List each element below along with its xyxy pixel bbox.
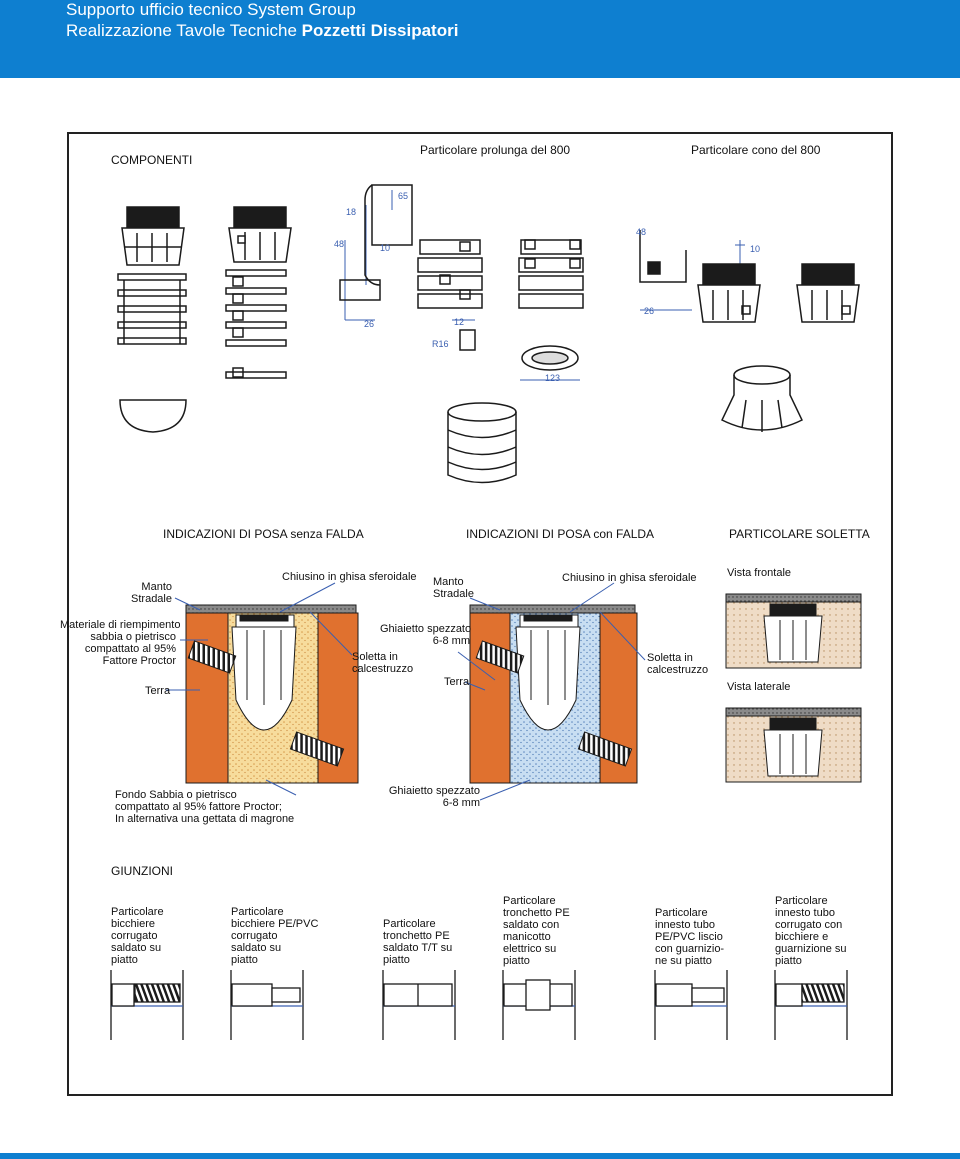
label-terra-1: Terra (145, 685, 171, 697)
giunzione-label-2: Particolare bicchiere PE/PVC corrugato s… (231, 906, 319, 966)
giunzione-label-1: Particolare bicchiere corrugato saldato … (111, 906, 164, 966)
drawing-frame (67, 132, 893, 1096)
component-corrugated-ring (447, 402, 517, 484)
giunzione-2 (230, 970, 304, 1040)
component-cone-2 (228, 206, 292, 263)
label-soletta-2: Soletta in calcestruzzo (647, 652, 709, 676)
posa-senza-falda (185, 604, 359, 784)
dim-26a: 26 (364, 319, 375, 329)
giunzione-label-6: Particolare innesto tubo corrugato con b… (775, 895, 847, 967)
label-chiusino-2: Chiusino in ghisa sferoidale (562, 572, 697, 584)
component-cono-1 (697, 263, 761, 323)
label-manto-stradale-1: Manto Stradale (131, 581, 172, 605)
component-rings-2 (225, 269, 287, 379)
section-prolunga: Particolare prolunga del 800 (420, 143, 571, 157)
profile-detail-2 (459, 329, 476, 351)
dim-123: 123 (545, 373, 561, 383)
label-materiale-riempimento: Materiale di riempimento sabbia o pietri… (60, 619, 181, 667)
giunzioni-details (110, 970, 848, 1040)
giunzione-label-5: Particolare innesto tubo PE/PVC liscio c… (655, 907, 725, 967)
component-base-1 (119, 399, 187, 433)
dim-26b: 26 (644, 306, 655, 316)
label-ghiaietto-2: Ghiaietto spezzato 6-8 mm (388, 785, 480, 809)
giunzione-4 (502, 970, 576, 1040)
component-cono-3d (721, 365, 803, 432)
soletta-vista-laterale (725, 707, 862, 783)
header-line-2-prefix: Realizzazione Tavole Tecniche (66, 21, 297, 40)
label-chiusino-1: Chiusino in ghisa sferoidale (282, 571, 417, 583)
section-particolare-soletta: PARTICOLARE SOLETTA (729, 527, 870, 541)
giunzione-5 (654, 970, 728, 1040)
dim-10b: 10 (750, 244, 761, 254)
label-manto-stradale-2: Manto Stradale (433, 576, 474, 600)
dim-18: 18 (346, 207, 357, 217)
label-fondo: Fondo Sabbia o pietrisco compattato al 9… (115, 789, 295, 825)
section-giunzioni: GIUNZIONI (111, 864, 173, 878)
component-prolunga (417, 239, 483, 309)
label-vista-frontale: Vista frontale (727, 567, 792, 579)
dim-12: 12 (454, 317, 465, 327)
header-line-1: Supporto ufficio tecnico System Group (66, 0, 356, 19)
section-componenti: COMPONENTI (111, 153, 193, 167)
label-vista-laterale: Vista laterale (727, 681, 791, 693)
dim-48b: 48 (636, 227, 647, 237)
leader-lines (166, 582, 646, 801)
header-line-2-bold: Pozzetti Dissipatori (301, 21, 459, 40)
dim-10a: 10 (380, 243, 391, 253)
header-line-2: Realizzazione Tavole Tecniche Pozzetti D… (66, 21, 458, 40)
page-header: Supporto ufficio tecnico System Group Re… (0, 0, 960, 78)
dimension-lines-prolunga (344, 190, 580, 381)
soletta-vista-frontale (725, 593, 862, 669)
profile-detail-1 (339, 184, 413, 301)
section-posa-senza-falda: INDICAZIONI DI POSA senza FALDA (163, 527, 364, 541)
section-cono: Particolare cono del 800 (691, 143, 821, 157)
giunzione-label-3: Particolare tronchetto PE saldato T/T su… (383, 918, 453, 966)
dim-48a: 48 (334, 239, 345, 249)
giunzione-3 (382, 970, 456, 1040)
label-soletta-1: Soletta in calcestruzzo (352, 651, 414, 675)
label-ghiaietto-1: Ghiaietto spezzato 6-8 mm (380, 623, 472, 647)
component-cone-1 (121, 206, 185, 266)
giunzione-1 (110, 970, 184, 1040)
giunzione-label-4: Particolare tronchetto PE saldato con ma… (503, 895, 570, 967)
component-cono-2 (796, 263, 860, 323)
component-rings-1 (117, 273, 187, 345)
label-terra-2: Terra (444, 676, 470, 688)
component-prolunga-2 (518, 239, 584, 371)
page-footer-bar (0, 1153, 960, 1159)
dim-r16: R16 (432, 339, 449, 349)
giunzione-6 (774, 970, 848, 1040)
dim-65: 65 (398, 191, 409, 201)
section-posa-con-falda: INDICAZIONI DI POSA con FALDA (466, 527, 655, 541)
component-cono-profile (639, 230, 745, 311)
posa-con-falda (469, 604, 638, 784)
